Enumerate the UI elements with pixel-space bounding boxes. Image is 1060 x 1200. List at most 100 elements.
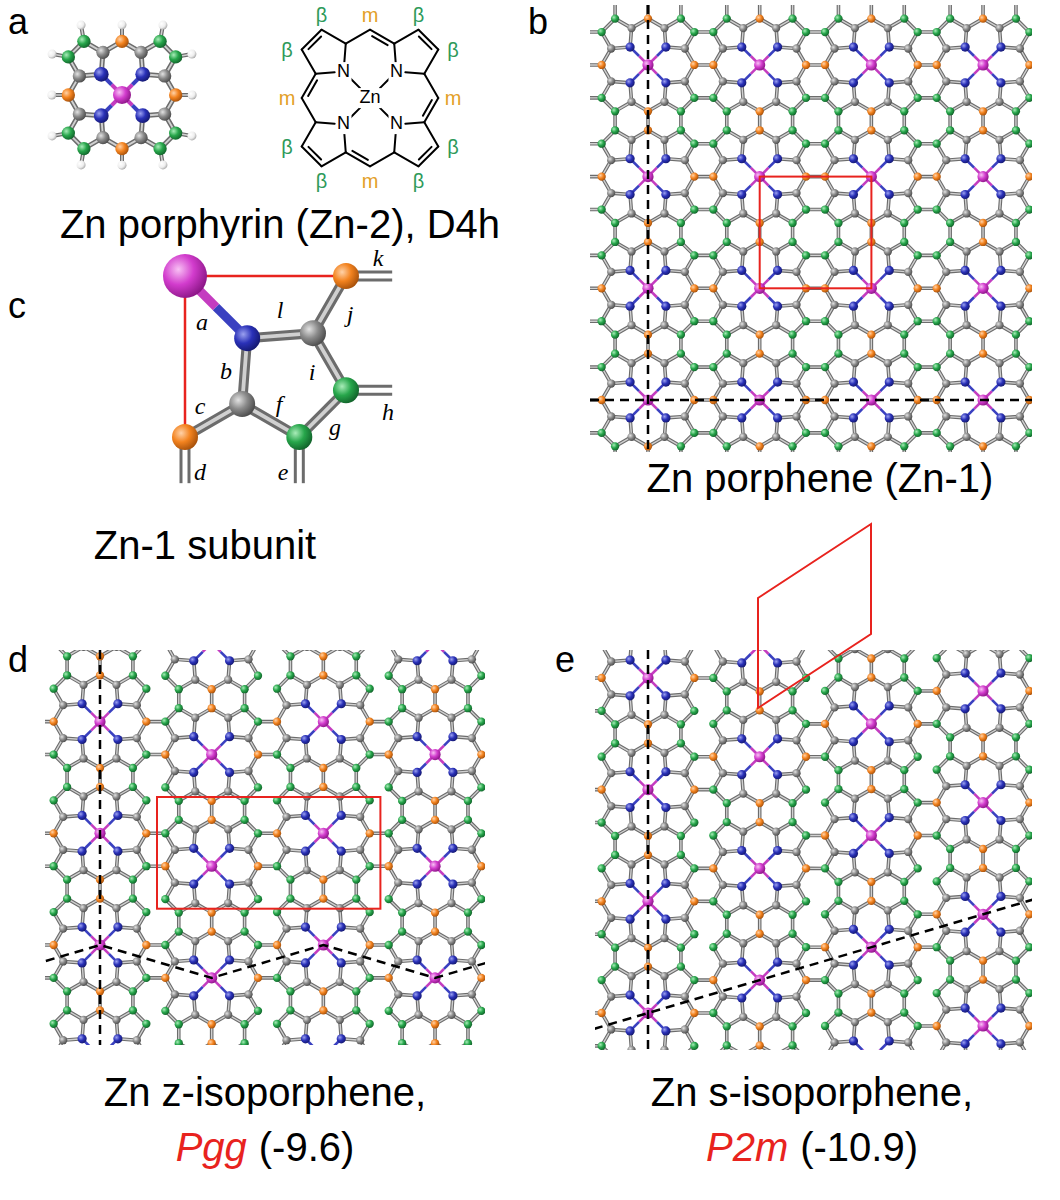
beta-carbon	[946, 442, 954, 450]
meso-carbon	[802, 61, 810, 69]
alpha-carbon	[962, 98, 970, 106]
meso-carbon	[867, 442, 875, 450]
zinc-atom	[866, 59, 877, 70]
nitrogen-atom	[773, 413, 782, 422]
alpha-carbon	[719, 301, 727, 309]
beta-carbon	[677, 107, 685, 115]
beta-carbon	[709, 94, 717, 102]
beta-carbon	[900, 107, 908, 115]
alpha-carbon	[719, 44, 727, 52]
beta-carbon	[709, 429, 717, 437]
meso-carbon	[979, 350, 987, 358]
beta-carbon	[834, 219, 842, 227]
nitrogen-atom	[661, 42, 670, 51]
alpha-carbon	[660, 24, 668, 32]
alpha-carbon	[772, 136, 780, 144]
alpha-carbon	[792, 301, 800, 309]
alpha-carbon	[884, 321, 892, 329]
meso-carbon	[598, 172, 606, 180]
meso-carbon	[914, 61, 922, 69]
beta-carbon	[723, 238, 731, 246]
alpha-carbon	[995, 136, 1003, 144]
beta-carbon	[723, 331, 731, 339]
nitrogen-atom	[849, 78, 858, 87]
nitrogen-atom	[737, 266, 746, 275]
alpha-carbon	[681, 156, 689, 164]
alpha-carbon	[660, 136, 668, 144]
alpha-carbon	[660, 98, 668, 106]
alpha-carbon	[627, 433, 635, 441]
beta-carbon	[933, 251, 941, 259]
meso-carbon	[979, 107, 987, 115]
nitrogen-atom	[661, 378, 670, 387]
nitrogen-atom	[849, 413, 858, 422]
nitrogen-atom	[626, 42, 635, 51]
nitrogen-atom	[626, 154, 635, 163]
beta-carbon	[788, 238, 796, 246]
nitrogen-atom	[849, 190, 858, 199]
alpha-carbon	[830, 156, 838, 164]
alpha-carbon	[995, 247, 1003, 255]
alpha-carbon	[607, 379, 615, 387]
beta-carbon	[914, 140, 922, 148]
alpha-carbon	[719, 379, 727, 387]
nitrogen-atom	[961, 378, 970, 387]
beta-carbon	[1012, 331, 1020, 339]
alpha-carbon	[942, 156, 950, 164]
meso-carbon	[756, 14, 764, 22]
zinc-atom	[977, 171, 988, 182]
alpha-carbon	[830, 77, 838, 85]
beta-carbon	[1025, 317, 1032, 325]
nitrogen-atom	[773, 302, 782, 311]
alpha-carbon	[627, 136, 635, 144]
beta-carbon	[788, 442, 796, 450]
nitrogen-atom	[849, 266, 858, 275]
meso-carbon	[979, 238, 987, 246]
beta-carbon	[709, 140, 717, 148]
beta-carbon	[677, 14, 685, 22]
alpha-carbon	[962, 321, 970, 329]
alpha-carbon	[851, 209, 859, 217]
alpha-carbon	[739, 98, 747, 106]
beta-carbon	[900, 126, 908, 134]
alpha-carbon	[792, 268, 800, 276]
beta-carbon	[598, 140, 606, 148]
beta-carbon	[788, 107, 796, 115]
nitrogen-atom	[773, 190, 782, 199]
alpha-carbon	[884, 359, 892, 367]
beta-carbon	[677, 219, 685, 227]
nitrogen-atom	[737, 42, 746, 51]
beta-carbon	[1025, 251, 1032, 259]
meso-carbon	[1025, 172, 1032, 180]
alpha-carbon	[962, 359, 970, 367]
beta-carbon	[723, 126, 731, 134]
nitrogen-atom	[661, 413, 670, 422]
beta-carbon	[821, 363, 829, 371]
alpha-carbon	[681, 412, 689, 420]
alpha-carbon	[607, 77, 615, 85]
nitrogen-atom	[773, 154, 782, 163]
alpha-carbon	[830, 412, 838, 420]
alpha-carbon	[719, 412, 727, 420]
beta-carbon	[690, 251, 698, 259]
beta-carbon	[1025, 28, 1032, 36]
nitrogen-atom	[626, 266, 635, 275]
alpha-carbon	[607, 189, 615, 197]
alpha-carbon	[962, 24, 970, 32]
alpha-carbon	[627, 209, 635, 217]
beta-carbon	[723, 14, 731, 22]
meso-carbon	[1025, 284, 1032, 292]
beta-carbon	[723, 350, 731, 358]
alpha-carbon	[739, 359, 747, 367]
nitrogen-atom	[737, 413, 746, 422]
alpha-carbon	[660, 209, 668, 217]
alpha-carbon	[772, 321, 780, 329]
beta-carbon	[821, 94, 829, 102]
beta-carbon	[933, 363, 941, 371]
beta-carbon	[900, 238, 908, 246]
meso-carbon	[867, 331, 875, 339]
beta-carbon	[1012, 238, 1020, 246]
alpha-carbon	[995, 98, 1003, 106]
beta-carbon	[914, 363, 922, 371]
beta-carbon	[914, 429, 922, 437]
